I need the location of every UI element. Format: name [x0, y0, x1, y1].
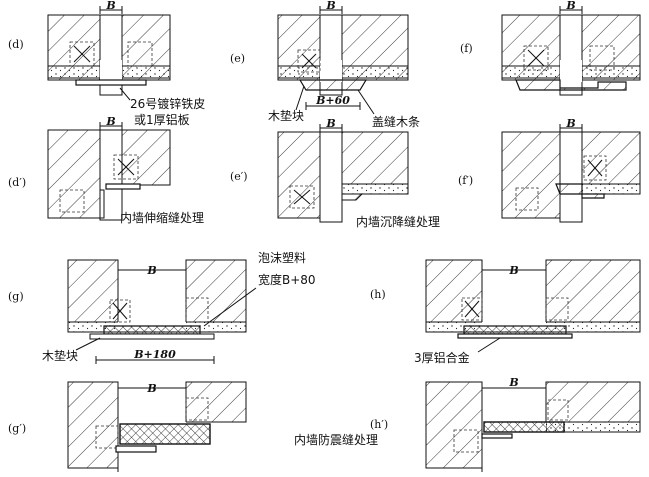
panel-label: (f) — [460, 42, 473, 55]
dimension-label: B — [565, 117, 575, 130]
dimension-label: B — [146, 264, 156, 277]
panel-d-prime: B (d′) 内墙伸缩缝处理 — [8, 115, 204, 225]
dimension-label: B — [508, 376, 518, 389]
panel-g: B (g) 泡沫塑料 宽度B+80 B+180 木垫块 — [8, 250, 316, 364]
panel-d: B (d) 26号镀锌铁皮 或1厚铝板 — [8, 0, 205, 127]
panel-f: B (f) — [460, 0, 641, 96]
panel-label: (h) — [370, 288, 386, 301]
panel-label: (f′) — [458, 174, 473, 187]
panel-label: (g) — [8, 290, 24, 303]
panel-label: (e) — [230, 52, 245, 65]
panel-label: (h′) — [370, 418, 388, 431]
dimension-label: B — [146, 382, 156, 395]
annotation-wood-block: 木垫块 — [42, 348, 78, 363]
galvanized-plate — [75, 79, 147, 86]
annotation-wood-block: 木垫块 — [268, 108, 304, 123]
dimension-label: B — [105, 0, 115, 12]
annotation-b-plus-60: B+60 — [315, 94, 350, 107]
cover-strip — [298, 79, 368, 91]
dimension-label: B — [565, 0, 575, 12]
panel-label: (e′) — [230, 170, 248, 183]
dimension-label: B — [508, 264, 518, 277]
annotation-cover-strip: 盖缝木条 — [372, 114, 420, 129]
panel-g-prime: B (g′) 内墙防震缝处理 — [8, 381, 378, 472]
dimension-label: B — [105, 115, 115, 128]
wood-block — [69, 41, 95, 67]
annotation-galvanized-1: 26号镀锌铁皮 — [130, 97, 205, 111]
annotation-inner-expansion: 内墙伸缩缝处理 — [120, 210, 204, 225]
annotation-aluminum: 3厚铝合金 — [414, 350, 470, 365]
foam-strip — [103, 325, 201, 335]
panel-h: B (h) 3厚铝合金 — [370, 259, 641, 365]
panel-h-prime: B (h′) — [370, 376, 641, 472]
annotation-foam-1: 泡沫塑料 — [258, 250, 306, 265]
annotation-inner-settlement: 内墙沉降缝处理 — [356, 214, 440, 229]
annotation-foam-2: 宽度B+80 — [258, 272, 316, 287]
panel-label: (d′) — [8, 176, 26, 189]
panel-f-prime: B (f′) — [458, 117, 641, 223]
annotation-b-plus-180: B+180 — [133, 348, 176, 361]
dimension-label: B — [325, 0, 335, 12]
annotation-galvanized-2: 或1厚铝板 — [134, 112, 190, 127]
panel-label: (g′) — [8, 422, 26, 435]
annotation-inner-seismic: 内墙防震缝处理 — [294, 432, 378, 447]
panel-e-prime: B (e′) 内墙沉降缝处理 — [230, 117, 440, 229]
panel-label: (d) — [8, 38, 24, 51]
dimension-label: B — [325, 117, 335, 130]
panel-e: B (e) B+60 木垫块 盖缝木条 — [230, 0, 420, 129]
